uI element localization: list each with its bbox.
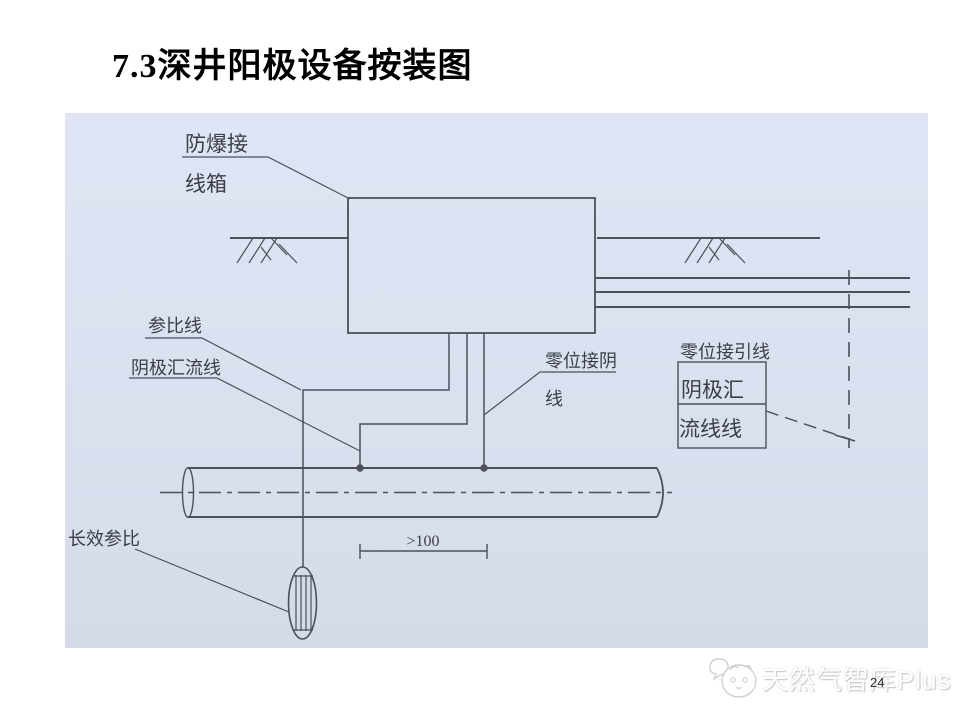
label-long-life-reference: 长效参比 bbox=[68, 529, 140, 549]
page-title: 7.3深井阳极设备按装图 bbox=[112, 48, 473, 85]
ground-surface-left bbox=[230, 237, 348, 264]
label-right-box-row1: 阴极汇 bbox=[681, 378, 744, 402]
cathode-bus-wire bbox=[359, 333, 468, 468]
page-number: 24 bbox=[870, 675, 885, 690]
dashed-drop-line bbox=[834, 270, 856, 448]
right-label-leader bbox=[765, 410, 850, 440]
label-zero-cathode-line2: 线 bbox=[545, 389, 563, 409]
ground-surface-right bbox=[597, 237, 820, 264]
label-reference-line: 参比线 bbox=[148, 316, 202, 336]
reference-line-leader bbox=[145, 337, 302, 391]
label-junction-box-line2: 线箱 bbox=[185, 172, 227, 196]
label-right-box-row2: 流线线 bbox=[679, 417, 742, 441]
junction-box-leader bbox=[182, 156, 351, 200]
label-zero-cathode-line1: 零位接阴 bbox=[545, 351, 617, 371]
dimension-text: >100 bbox=[406, 533, 439, 550]
installation-diagram-panel: 防爆接 线箱 参比线 阴极汇流线 零位接阴 线 零位接引线 阴极汇 流线线 长效… bbox=[65, 113, 928, 648]
label-zero-lead-line: 零位接引线 bbox=[680, 342, 770, 362]
cathode-bus-leader bbox=[129, 377, 361, 452]
right-label-box bbox=[677, 361, 767, 449]
pipeline bbox=[181, 467, 664, 519]
junction-box-outline bbox=[347, 197, 596, 334]
dimension-min-spacing bbox=[359, 544, 488, 559]
brand-watermark-text: 天然气智库Plus bbox=[762, 664, 952, 695]
label-junction-box-line1: 防爆接 bbox=[185, 132, 248, 156]
label-cathode-bus-line: 阴极汇流线 bbox=[131, 358, 221, 378]
zero-cathode-leader bbox=[483, 371, 616, 416]
electrode-leader bbox=[134, 548, 290, 613]
reference-wire bbox=[302, 333, 450, 567]
mascot-speech-bubble-icon bbox=[709, 658, 757, 698]
reference-electrode bbox=[287, 566, 318, 640]
right-cable-lines bbox=[595, 277, 910, 308]
installation-diagram: 防爆接 线箱 参比线 阴极汇流线 零位接阴 线 零位接引线 阴极汇 流线线 长效… bbox=[68, 132, 910, 640]
brand-watermark: 天然气智库Plus bbox=[706, 652, 952, 704]
